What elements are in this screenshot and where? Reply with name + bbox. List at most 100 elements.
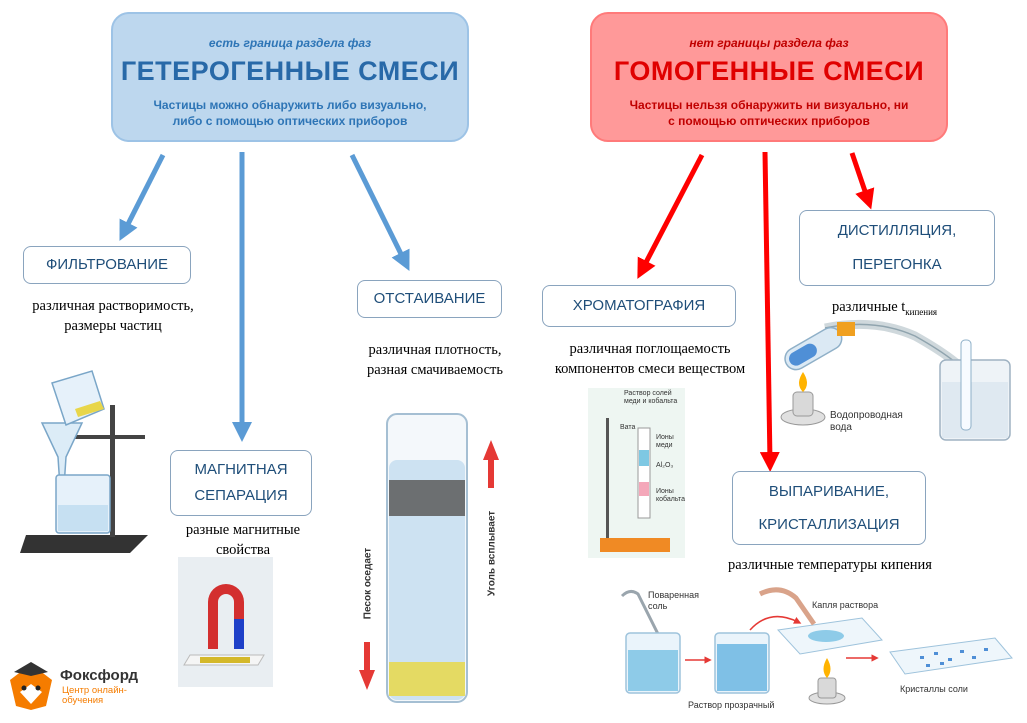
dist-water-line1: Водопроводная <box>830 410 903 421</box>
down-arrow-icon <box>359 670 375 690</box>
dist-water-label: Водопроводная вода <box>830 410 903 434</box>
chromatography-box: ХРОМАТОГРАФИЯ <box>542 285 736 327</box>
evaporation-label-line1: ВЫПАРИВАНИЕ, <box>768 483 890 500</box>
distillation-box: ДИСТИЛЛЯЦИЯ, ПЕРЕГОНКА <box>799 210 995 286</box>
chrom-solution-line2: меди и кобальта <box>624 398 678 405</box>
magnetic-box: МАГНИТНАЯ СЕПАРАЦИЯ <box>170 450 312 516</box>
homogeneous-description-line2: с помощью оптических приборов <box>668 114 870 128</box>
evap-salt-line2: соль <box>648 601 668 611</box>
filtration-illustration <box>20 370 148 553</box>
magnetic-label-line2: СЕПАРАЦИЯ <box>194 487 288 504</box>
evaporation-box: ВЫПАРИВАНИЕ, КРИСТАЛЛИЗАЦИЯ <box>732 471 926 545</box>
chrom-cobalt-line2: кобальта <box>656 496 685 503</box>
heterogeneous-description-line1: Частицы можно обнаружить либо визуально, <box>153 98 427 112</box>
foxford-logo-icon <box>10 662 52 710</box>
foxford-tagline-line2: обучения <box>62 695 104 706</box>
stand-base <box>20 535 148 553</box>
chrom-rod <box>606 418 609 543</box>
evap-salt-line1: Поваренная <box>648 590 699 600</box>
distillation-label-line1: ДИСТИЛЛЯЦИЯ, <box>837 222 957 239</box>
salt-solution <box>628 650 678 691</box>
settling-prop-line2: разная смачиваемость <box>366 362 504 378</box>
up-arrow-shaft <box>488 458 494 488</box>
foxford-name: Фоксфорд <box>60 667 139 684</box>
evaporation-label-line2: КРИСТАЛЛИЗАЦИЯ <box>758 516 900 533</box>
arrow-to-distillation <box>849 152 875 210</box>
evap-drop-label: Капля раствора <box>812 600 879 610</box>
evaporation-illustration <box>620 587 1013 705</box>
chrom-copper-line2: меди <box>656 442 673 449</box>
arrow-to-evaporation <box>759 151 780 472</box>
filtration-box: ФИЛЬТРОВАНИЕ <box>23 246 191 284</box>
evap-salt-label: Поваренная соль <box>648 590 699 612</box>
distillation-prop-main: различные t <box>832 299 906 315</box>
distillation-label-line2: ПЕРЕГОНКА <box>852 256 942 273</box>
chrom-copper-line1: Ионы <box>656 434 674 441</box>
homogeneous-description-line1: Частицы нельзя обнаружить ни визуально, … <box>629 98 909 112</box>
heterogeneous-subtitle: есть граница раздела фаз <box>208 36 372 50</box>
magnetic-prop-line1: разные магнитные <box>185 522 301 538</box>
chromatography-property: различная поглощаемость компонентов смес… <box>530 339 770 379</box>
homogeneous-subtitle: нет границы раздела фаз <box>689 36 849 50</box>
step-arrow-2 <box>749 615 802 631</box>
stopper <box>837 322 855 336</box>
copper-band <box>639 450 649 466</box>
chrom-solution-line1: Раствор солей <box>624 390 672 397</box>
burner <box>792 391 814 417</box>
foxford-tagline: Центр онлайн- обучения <box>62 686 152 706</box>
chrom-copper-label: Ионы меди <box>656 434 674 450</box>
filtration-prop-line1: различная растворимость, <box>32 298 194 314</box>
heterogeneous-description: Частицы можно обнаружить либо визуально,… <box>113 97 467 129</box>
chrom-base <box>600 538 670 552</box>
cooling-water <box>942 382 1008 438</box>
down-arrow-shaft <box>364 642 370 672</box>
magnetic-label-line1: МАГНИТНАЯ <box>194 461 288 478</box>
chromatography-prop-line1: различная поглощаемость <box>569 341 731 357</box>
settling-illustration <box>359 413 499 703</box>
magnetic-prop-line2: свойства <box>215 542 271 558</box>
evaporation-property: различные температуры кипения <box>728 557 932 573</box>
magnetic-property: разные магнитные свойства <box>163 520 323 560</box>
magnet-blue-pole <box>234 619 244 649</box>
receiver-tube <box>960 339 972 431</box>
homogeneous-header: нет границы раздела фаз ГОМОГЕННЫЕ СМЕСИ… <box>590 12 948 142</box>
chrom-alumina-label: Al₂O₃ <box>656 462 674 469</box>
cobalt-band <box>639 482 649 496</box>
heterogeneous-title: ГЕТЕРОГЕННЫЕ СМЕСИ <box>120 56 460 86</box>
settling-property: различная плотность, разная смачиваемост… <box>340 340 530 380</box>
evap-burner <box>817 677 837 699</box>
filtrate <box>58 505 108 531</box>
arrow-to-filtration <box>119 153 166 241</box>
cylinder-liquid <box>389 460 465 700</box>
settling-prop-line1: различная плотность, <box>368 342 502 358</box>
chrom-column <box>637 427 651 519</box>
filtration-prop-line2: размеры частиц <box>64 318 162 334</box>
coal-label-wrap: Уголь всплывает <box>470 500 510 610</box>
chrom-background <box>588 388 685 558</box>
homogeneous-description: Частицы нельзя обнаружить ни визуально, … <box>592 97 946 129</box>
hand-icon <box>758 587 817 626</box>
coal-floats-label: Уголь всплывает <box>486 510 498 597</box>
solution-drop <box>808 630 844 642</box>
stand-clamp <box>70 435 145 439</box>
foxford-tagline-line1: Центр онлайн- <box>62 685 127 696</box>
chromatography-prop-line2: компонентов смеси веществом <box>554 361 746 377</box>
distillation-illustration <box>780 319 1011 441</box>
flame-icon <box>799 372 807 392</box>
iron-filings <box>200 657 250 663</box>
stand-rod <box>110 405 115 537</box>
chrom-cobalt-label: Ионы кобальта <box>656 488 685 504</box>
clear-solution <box>717 644 767 691</box>
evap-crystals-label: Кристаллы соли <box>900 684 968 694</box>
evap-clear-label: Раствор прозрачный <box>688 700 775 710</box>
arrow-to-chromatography <box>637 153 705 279</box>
sand-layer <box>389 662 465 696</box>
dist-water-line2: вода <box>830 422 852 433</box>
magnetic-illustration <box>178 557 273 687</box>
up-arrow-icon <box>483 440 499 460</box>
settling-box: ОТСТАИВАНИЕ <box>357 280 502 318</box>
distillation-property: различные tкипения <box>832 297 992 322</box>
spoon <box>620 589 662 639</box>
coal-layer <box>389 480 465 516</box>
